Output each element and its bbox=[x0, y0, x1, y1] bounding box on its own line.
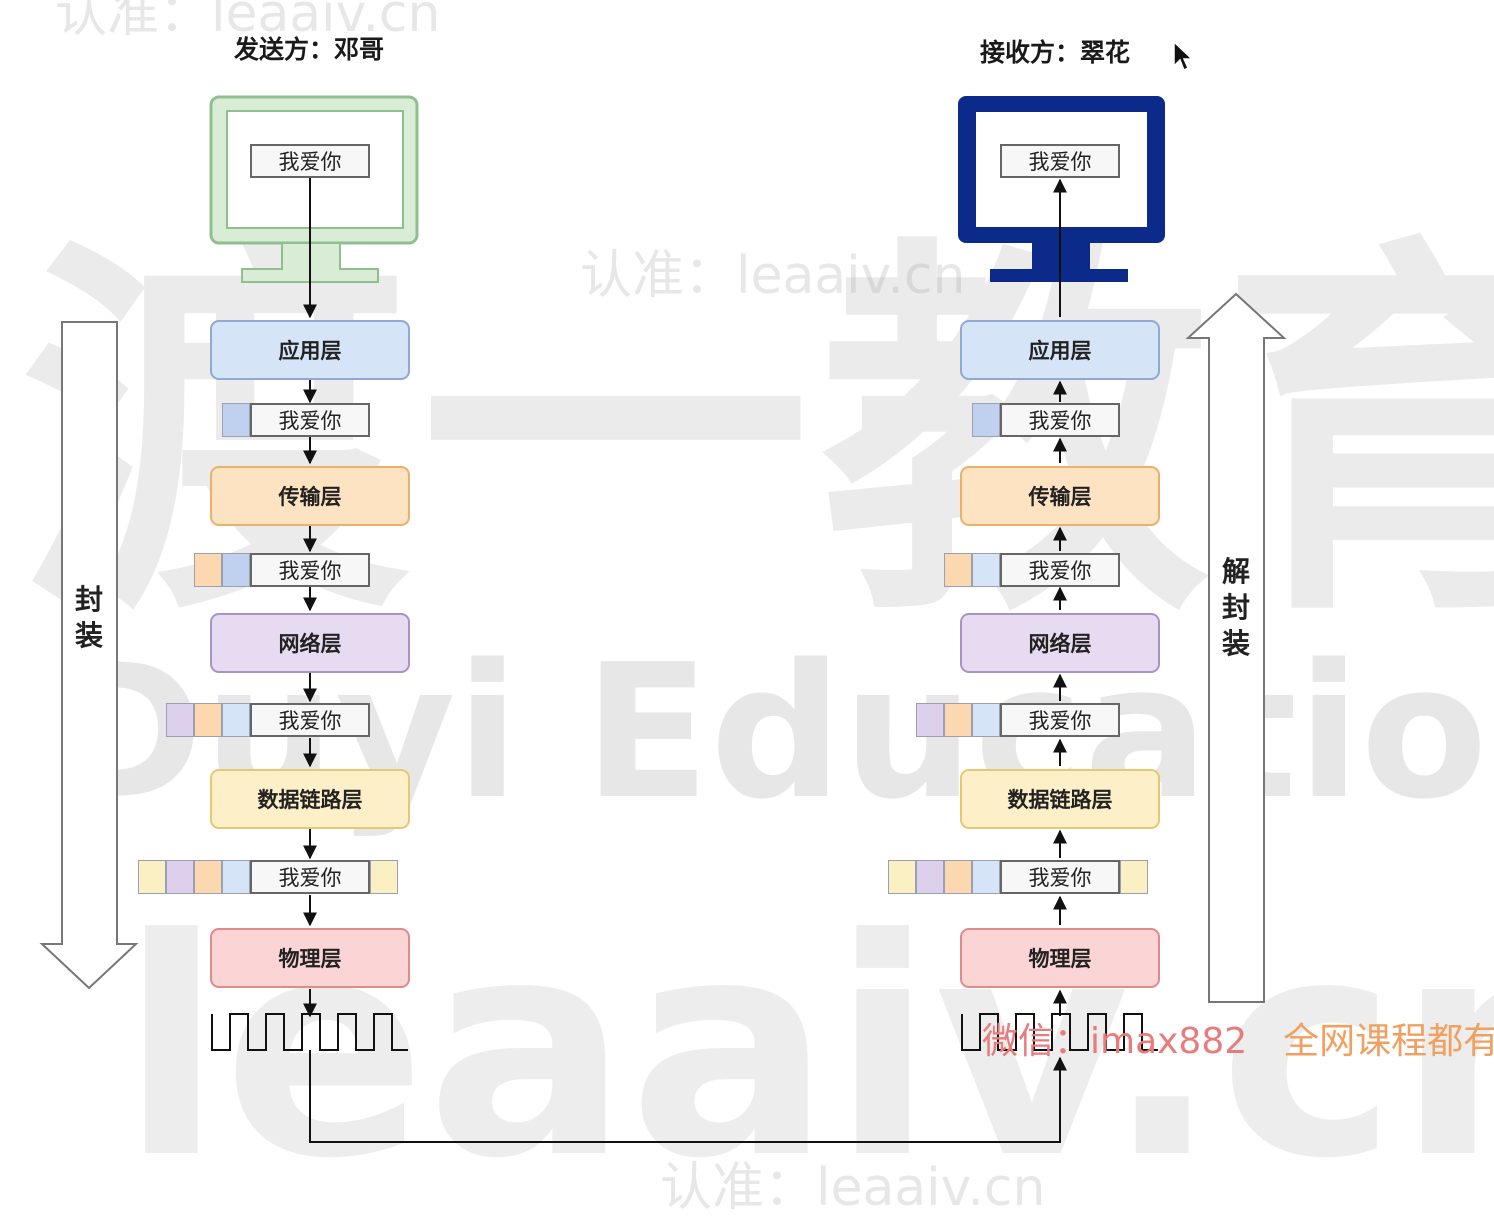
sender-transport-payload: 我爱你 bbox=[250, 553, 370, 587]
receiver-title: 接收方：翠花 bbox=[980, 38, 1131, 67]
receiver-signal-wave bbox=[961, 1013, 1158, 1051]
transmission-line bbox=[309, 1050, 1067, 1143]
receiver-link-trailer bbox=[1120, 860, 1148, 894]
sender-transport-layer: 传输层 bbox=[210, 466, 410, 526]
receiver-app-payload: 我爱你 bbox=[1000, 403, 1120, 437]
footer-overlay: 微信：imax882 全网课程都有 bbox=[982, 1012, 1494, 1064]
sender-physical-layer: 物理层 bbox=[210, 928, 410, 988]
footer-tagline: 全网课程都有 bbox=[1283, 1021, 1494, 1062]
receiver-app-header bbox=[972, 403, 1000, 437]
receiver-screen-message: 我爱你 bbox=[1000, 144, 1120, 178]
diagram-graphics bbox=[39, 95, 1287, 1143]
receiver-app-header-3 bbox=[972, 703, 1000, 737]
sender-signal-wave bbox=[211, 1013, 408, 1051]
receiver-network-header bbox=[916, 703, 944, 737]
encapsulate-char-2: 装 bbox=[74, 619, 103, 652]
receiver-physical-layer: 物理层 bbox=[960, 928, 1160, 988]
sender-link-trailer bbox=[370, 860, 398, 894]
receiver-datalink-layer: 数据链路层 bbox=[960, 769, 1160, 829]
encapsulate-label: 封 装 bbox=[69, 582, 109, 654]
sender-network-header bbox=[166, 703, 194, 737]
receiver-transport-payload: 我爱你 bbox=[1000, 553, 1120, 587]
sender-network-header-2 bbox=[166, 860, 194, 894]
sender-transport-header-3 bbox=[194, 860, 222, 894]
receiver-transport-header bbox=[944, 553, 972, 587]
sender-link-payload: 我爱你 bbox=[250, 860, 370, 894]
decapsulate-char-3: 装 bbox=[1221, 627, 1250, 660]
receiver-network-layer: 网络层 bbox=[960, 613, 1160, 673]
sender-screen-message: 我爱你 bbox=[250, 144, 370, 178]
footer-wechat: 微信：imax882 bbox=[982, 1021, 1248, 1062]
sender-title: 发送方：邓哥 bbox=[234, 35, 385, 64]
receiver-link-payload: 我爱你 bbox=[1000, 860, 1120, 894]
encapsulate-arrow bbox=[39, 321, 139, 990]
decapsulate-char-1: 解 bbox=[1221, 555, 1250, 588]
decapsulate-char-2: 封 bbox=[1221, 591, 1250, 624]
sender-network-payload: 我爱你 bbox=[250, 703, 370, 737]
encapsulate-char-1: 封 bbox=[74, 583, 103, 616]
sender-datalink-layer: 数据链路层 bbox=[210, 769, 410, 829]
sender-app-header-4 bbox=[222, 860, 250, 894]
sender-transport-header-2 bbox=[194, 703, 222, 737]
sender-app-header-2 bbox=[222, 553, 250, 587]
receiver-transport-layer: 传输层 bbox=[960, 466, 1160, 526]
receiver-monitor-icon bbox=[958, 96, 1165, 282]
sender-app-payload: 我爱你 bbox=[250, 403, 370, 437]
receiver-transport-header-2 bbox=[944, 703, 972, 737]
receiver-transport-header-3 bbox=[944, 860, 972, 894]
sender-app-header bbox=[222, 403, 250, 437]
sender-app-header-3 bbox=[222, 703, 250, 737]
decapsulate-arrow bbox=[1185, 292, 1287, 1003]
sender-link-header bbox=[138, 860, 166, 894]
sender-application-layer: 应用层 bbox=[210, 320, 410, 380]
receiver-application-layer: 应用层 bbox=[960, 320, 1160, 380]
receiver-app-header-4 bbox=[972, 860, 1000, 894]
mouse-cursor-icon bbox=[1173, 40, 1194, 72]
receiver-link-header bbox=[888, 860, 916, 894]
sender-network-layer: 网络层 bbox=[210, 613, 410, 673]
receiver-network-payload: 我爱你 bbox=[1000, 703, 1120, 737]
sender-monitor-icon bbox=[209, 95, 419, 283]
receiver-app-header-2 bbox=[972, 553, 1000, 587]
decapsulate-label: 解 封 装 bbox=[1216, 554, 1256, 662]
receiver-network-header-2 bbox=[916, 860, 944, 894]
sender-transport-header bbox=[194, 553, 222, 587]
